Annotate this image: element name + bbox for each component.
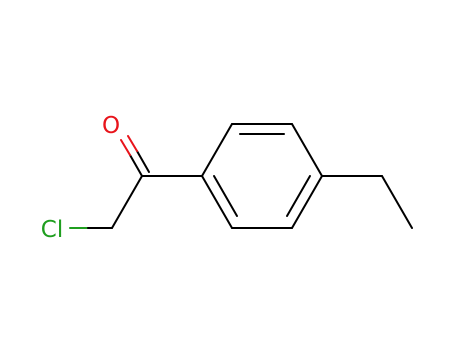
bond-carbonyl-o-2 xyxy=(136,150,150,173)
ring-bond-4 xyxy=(291,175,323,229)
atom-label-oxygen: O xyxy=(102,113,120,139)
atom-label-chlorine: Cl xyxy=(41,217,63,243)
ring-inner-3 xyxy=(213,175,238,217)
bond-carbonyl-o-2-red xyxy=(127,135,138,152)
bond-ethyl-ch3 xyxy=(381,175,413,229)
bond-carbonyl-o-1-red xyxy=(120,139,131,156)
bond-carbonyl-o-1 xyxy=(129,154,143,177)
bond-ch2-carbonyl xyxy=(111,175,143,229)
ring-inner-2 xyxy=(286,175,311,217)
ring-bond-6 xyxy=(201,175,233,229)
ring-bond-1 xyxy=(201,123,233,177)
bonds xyxy=(69,123,413,229)
ring-bond-3 xyxy=(291,123,323,177)
